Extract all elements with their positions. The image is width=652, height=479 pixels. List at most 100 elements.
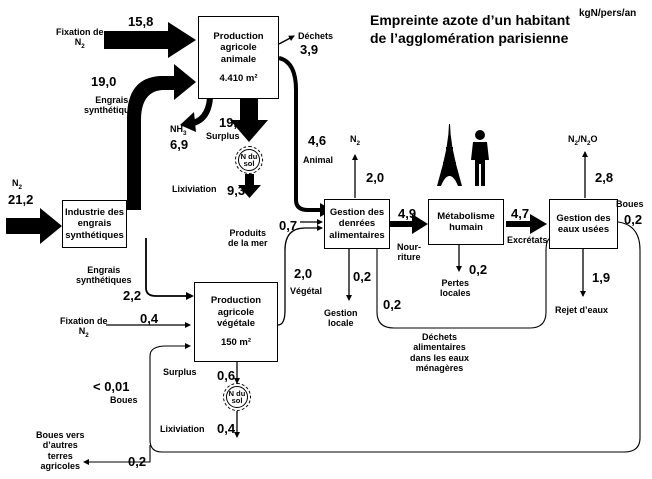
soil-top-line2: sol — [243, 159, 255, 168]
lixiviation-bottom-label: Lixiviation — [160, 424, 205, 434]
soil-bottom-line2: sol — [231, 396, 243, 405]
animal-food-arrow — [278, 56, 322, 212]
n2-input-arrow — [6, 208, 62, 244]
excretats-label: Excrétats — [507, 235, 548, 245]
nh3-label: NH3 — [170, 124, 187, 137]
dechets-alim-label: Déchets alimentaires dans les eaux ménag… — [410, 332, 470, 374]
n2o-label: N2/N2O — [568, 134, 598, 147]
soil-circle-top: N du sol — [235, 146, 263, 174]
dechets-alim-loop — [376, 233, 557, 329]
n2-input-value: 21,2 — [8, 192, 34, 207]
gestion-locale-label: Gestion locale — [324, 308, 358, 329]
soil-circle-bottom: N du sol — [223, 383, 251, 411]
n2o-value: 2,8 — [595, 170, 614, 185]
excretats-value: 4,7 — [511, 206, 530, 221]
eiffel-tower-icon — [437, 124, 462, 186]
boues-right-value: 0,2 — [624, 212, 643, 227]
nh3-arrowhead — [180, 112, 196, 132]
box-food-line2: denrées — [338, 218, 376, 230]
page-title: Empreinte azote d’un habitant de l’agglo… — [370, 12, 570, 47]
box-animal-line3: animale — [220, 53, 257, 65]
box-vegetal-line1: Production — [210, 295, 262, 307]
rejet-label: Rejet d’eaux — [555, 305, 609, 315]
boues-left-value: < 0,01 — [93, 379, 130, 394]
dechets-alim-value: 0,2 — [383, 297, 402, 312]
boues-left-label: Boues — [110, 395, 138, 405]
produits-mer-label: Produits de la mer — [228, 228, 268, 249]
box-animal-area: 4.410 m² — [219, 72, 258, 84]
nh3-value: 6,9 — [170, 137, 189, 152]
fixation-top-text: Fixation de — [56, 27, 104, 37]
vegetal-label: Végétal — [290, 286, 323, 296]
dechets-value: 3,9 — [300, 42, 319, 57]
surplus-top-arrow — [230, 98, 268, 142]
fixation-top-n2: N2 — [74, 37, 85, 51]
person-icon — [471, 130, 489, 186]
engrais-animal-label: Engrais synthétiques — [84, 95, 140, 116]
engrais-animal-value: 19,0 — [91, 74, 117, 89]
box-food-line1: Gestion des — [329, 206, 385, 218]
unit-label: kgN/pers/an — [579, 8, 637, 19]
page-title-line2: de l’agglomération parisienne — [370, 29, 569, 46]
nourriture-value: 4,9 — [398, 206, 417, 221]
animal-value: 4,6 — [308, 133, 327, 148]
box-industry-line2: engrais — [77, 218, 112, 230]
rejet-value: 1,9 — [592, 270, 611, 285]
box-animal-line1: Production — [213, 30, 264, 42]
box-water-line2: eaux usées — [557, 224, 610, 235]
box-industry-line1: Industrie des — [64, 206, 125, 218]
n2-input-label: N2 — [12, 178, 23, 191]
boues-loop — [149, 221, 641, 453]
gestion-locale-value: 0,2 — [353, 269, 372, 284]
fixation-top-value: 15,8 — [128, 14, 154, 29]
box-human-metabolism: Métabolisme humain — [428, 199, 504, 245]
fixation-mid-label: Fixation de N2 — [60, 316, 108, 340]
fixation-top-label: Fixation de N2 — [56, 27, 104, 50]
fixation-mid-value: 0,4 — [140, 311, 159, 326]
engrais-vegetal-value: 2,2 — [123, 288, 142, 303]
box-water-line1: Gestion des — [556, 212, 611, 224]
nourriture-label: Nour- riture — [397, 242, 421, 263]
vegetal-food-arrow — [277, 225, 323, 326]
engrais-animal-line1: Engrais — [95, 95, 129, 105]
box-animal-line2: agricole — [220, 42, 257, 54]
box-vegetal-production: Production agricole végétale 150 m² — [194, 282, 278, 362]
engrais-animal-arrow — [127, 64, 196, 210]
animal-label: Animal — [303, 155, 334, 165]
vegetal-value: 2,0 — [294, 266, 313, 281]
boues-right-label: Boues — [616, 199, 644, 209]
fixation-animal-arrow — [104, 22, 196, 58]
engrais-vegetal-arrow — [145, 238, 194, 300]
boues-vers-label: Boues vers d’autres terres agricoles — [36, 430, 85, 472]
box-animal-production: Production agricole animale 4.410 m² — [198, 16, 279, 99]
soil-top-line1: N du — [240, 151, 258, 161]
boues-vers-arrow — [83, 445, 151, 465]
box-vegetal-line3: végétale — [216, 318, 256, 329]
lixiviation-bottom-value: 0,4 — [217, 421, 236, 436]
box-metab-line2: humain — [449, 222, 483, 233]
box-industry: Industrie des engrais synthétiques — [62, 200, 127, 248]
box-wastewater: Gestion des eaux usées — [549, 199, 618, 249]
box-vegetal-area: 150 m² — [220, 337, 252, 349]
surplus-bottom-label: Surplus — [163, 367, 197, 377]
pertes-value: 0,2 — [469, 262, 488, 277]
lixiviation-top-value: 9,3 — [227, 183, 246, 198]
n2-food-label: N2 — [350, 134, 361, 147]
n2-food-value: 2,0 — [366, 170, 385, 185]
engrais-vegetal-label: Engrais synthétiques — [76, 265, 132, 286]
nourriture-arrow — [390, 214, 428, 234]
pertes-label: Pertes locales — [440, 278, 471, 299]
box-metab-line1: Métabolisme — [437, 210, 495, 222]
dechets-label: Déchets — [298, 31, 334, 41]
box-industry-line3: synthétiques — [65, 229, 124, 241]
produits-mer-value: 0,7 — [279, 218, 298, 233]
soil-bottom-line1: N du — [228, 388, 246, 398]
lixiviation-top-arrow — [238, 174, 261, 198]
boues-vers-value: 0,2 — [128, 454, 147, 469]
box-food-management: Gestion des denrées alimentaires — [324, 199, 390, 249]
page-title-line1: Empreinte azote d’un habitant — [370, 12, 570, 28]
surplus-top-value: 19,4 — [219, 115, 245, 130]
excretats-arrow — [506, 214, 547, 234]
engrais-animal-line2: synthétiques — [84, 105, 140, 116]
